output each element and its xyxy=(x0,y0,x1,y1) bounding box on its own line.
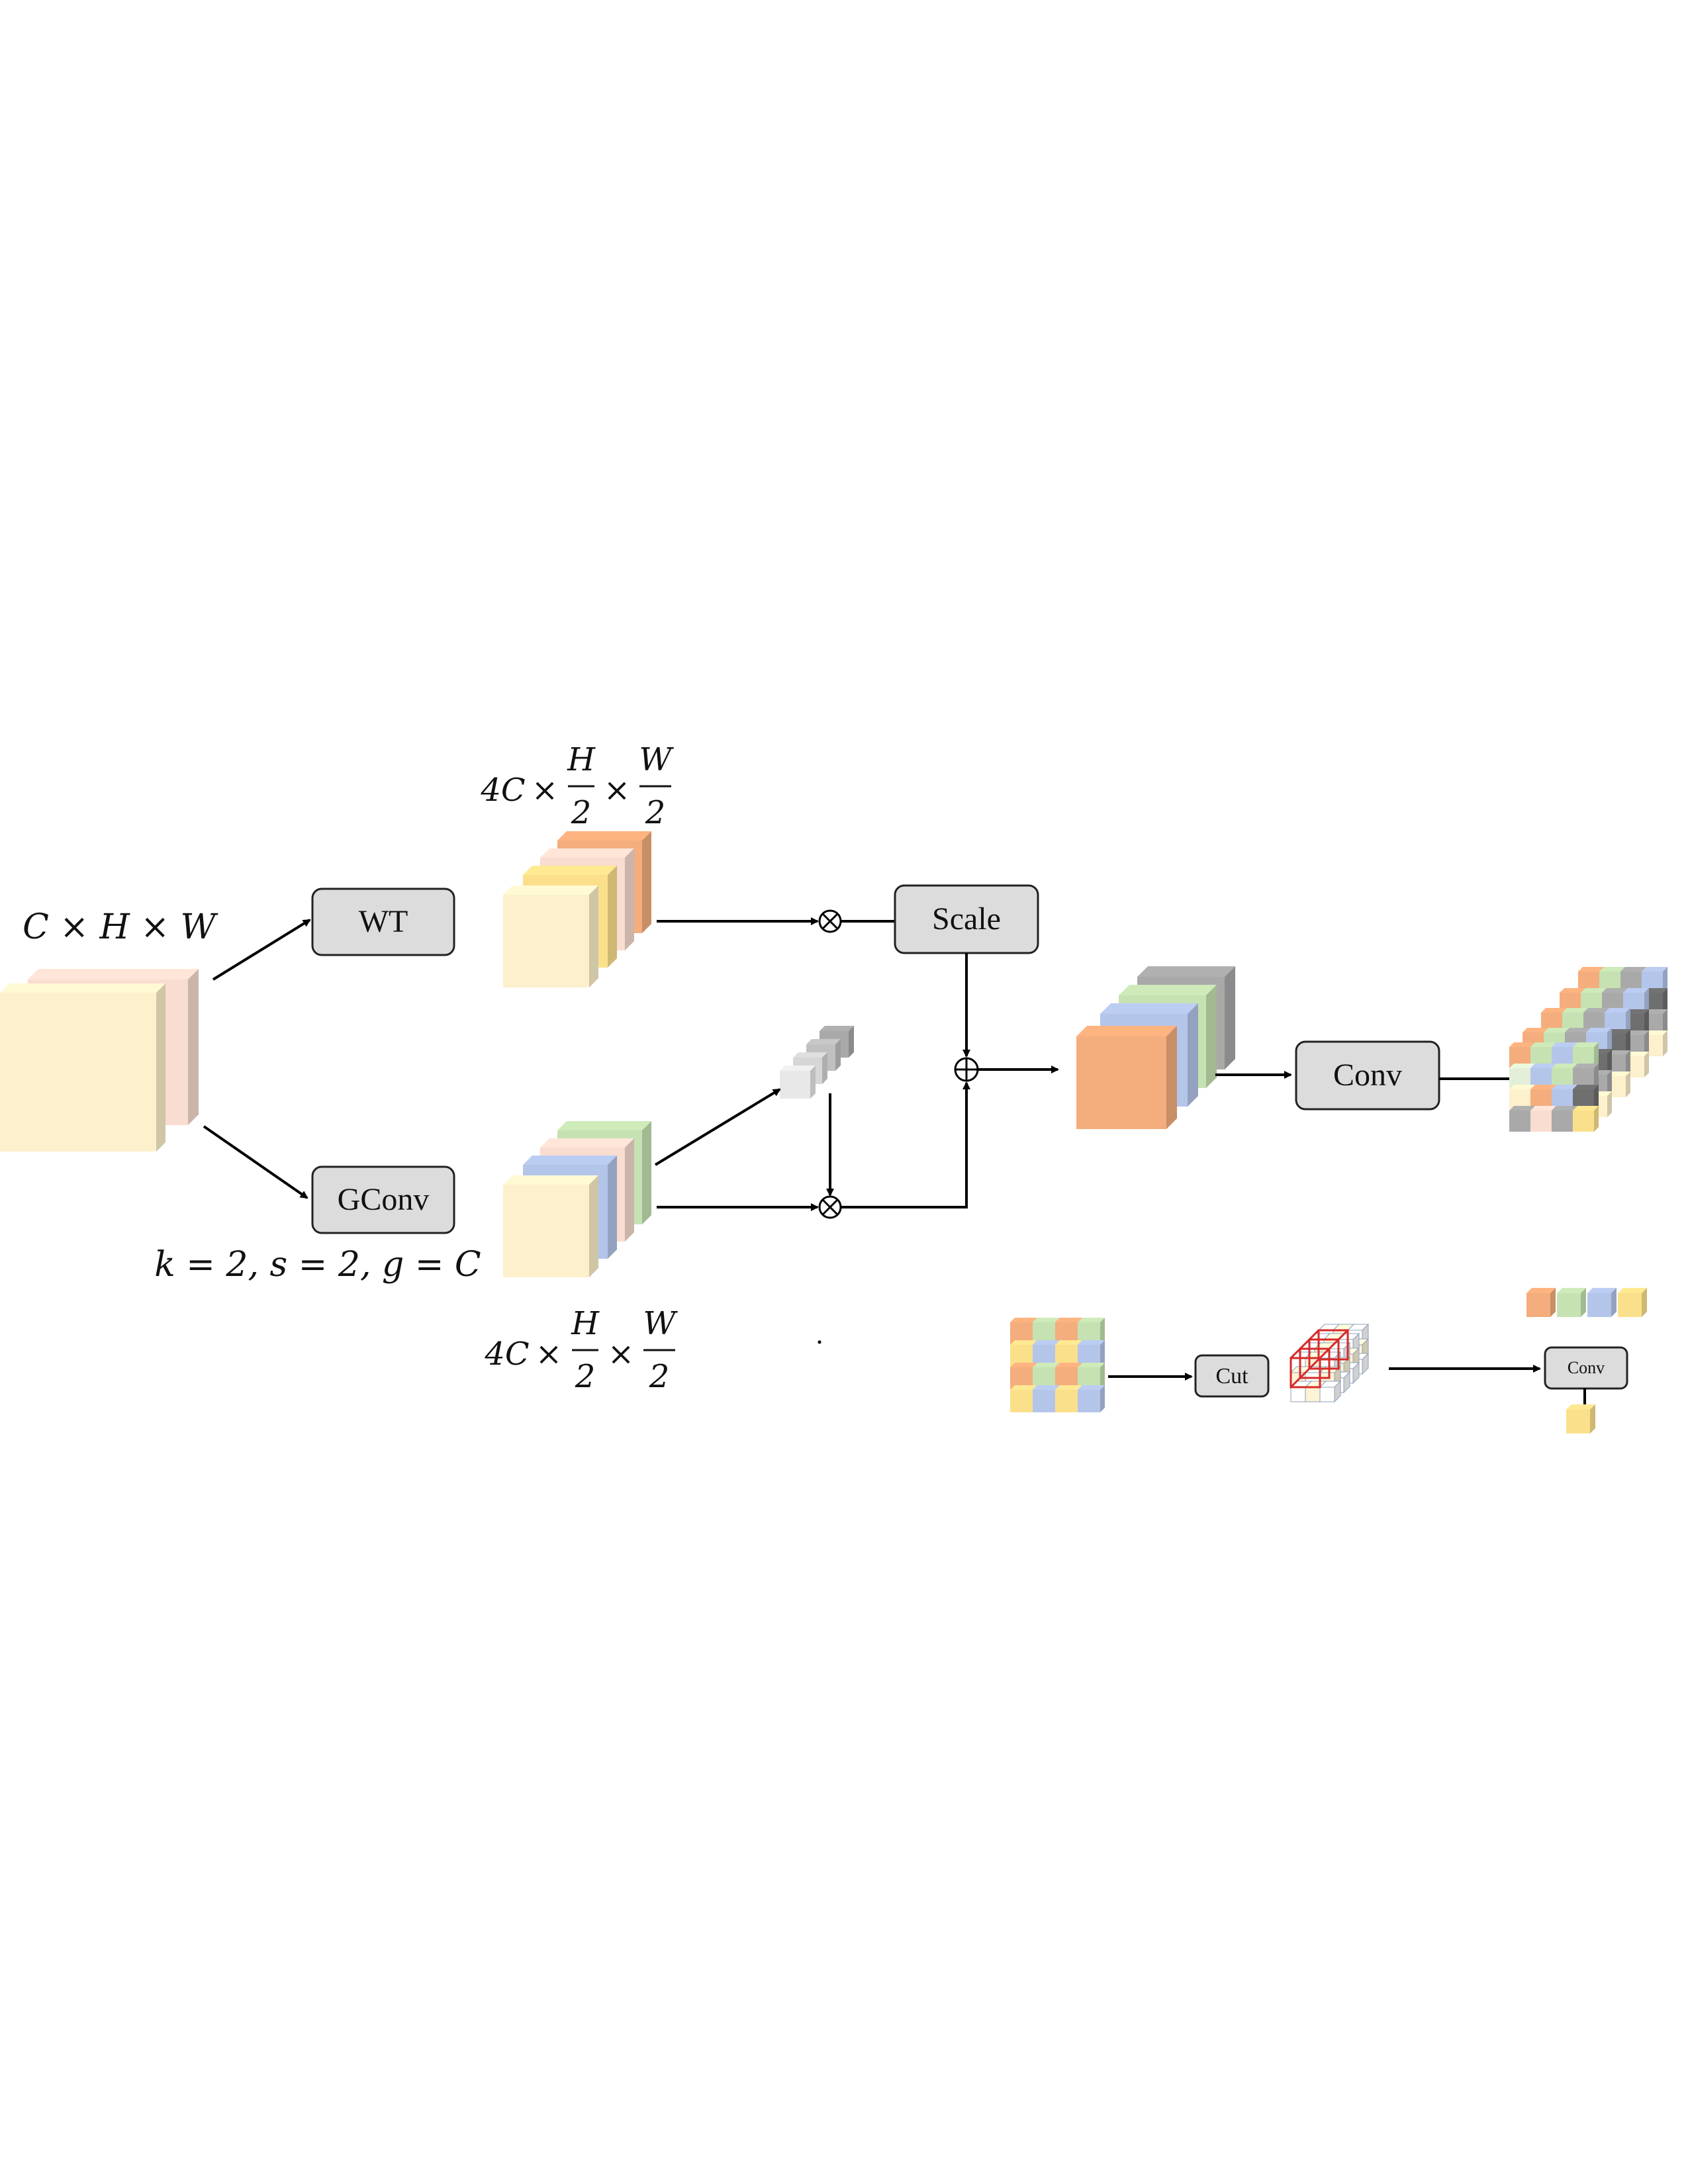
gconv-slab-cream xyxy=(503,1175,598,1277)
fused-feature-stack xyxy=(1076,966,1235,1129)
svg-text:2: 2 xyxy=(645,794,666,831)
arrow-input-to-gconv xyxy=(203,1125,308,1199)
conv-box: Conv xyxy=(1295,1040,1440,1111)
circle-times-icon xyxy=(818,1195,842,1219)
svg-text:2: 2 xyxy=(649,1358,670,1395)
attention-weight-cubes xyxy=(780,1026,854,1099)
arrow-gconv-to-weights xyxy=(654,1088,781,1166)
svg-text:H: H xyxy=(571,1305,600,1342)
arrow-input-to-wt xyxy=(212,919,311,981)
svg-text:2: 2 xyxy=(571,794,592,831)
row-cube-0 xyxy=(1526,1288,1556,1317)
wt-box: WT xyxy=(311,887,455,956)
inset-layer xyxy=(1010,1318,1105,1412)
row-cube-3 xyxy=(1618,1288,1647,1317)
circle-plus-icon xyxy=(954,1057,979,1082)
svg-text:×: × xyxy=(604,772,630,809)
input-dims-label: C × H × W xyxy=(23,907,218,947)
cut-patch-blocks xyxy=(1289,1323,1370,1403)
arrow-multiply-to-add xyxy=(841,1081,970,1208)
scale-box: Scale xyxy=(894,884,1039,954)
svg-text:×: × xyxy=(536,1336,562,1373)
cut-label: Cut xyxy=(1215,1364,1248,1388)
svg-text:W: W xyxy=(639,741,674,778)
conv-label: Conv xyxy=(1333,1058,1402,1093)
svg-text:W: W xyxy=(643,1305,678,1342)
svg-text:×: × xyxy=(532,772,558,809)
cut-box: Cut xyxy=(1194,1354,1270,1398)
wt-slab-cream xyxy=(503,886,598,987)
grid-cell-3-3 xyxy=(1078,1385,1105,1412)
output-grid-stack xyxy=(1509,967,1667,1132)
gconv-dims-label: 4C × H 2 × W 2 xyxy=(484,1305,678,1395)
circle-times-icon xyxy=(818,909,842,933)
gconv-label: GConv xyxy=(338,1182,430,1217)
output-single-cube xyxy=(1566,1404,1595,1433)
input-feature-map xyxy=(0,969,199,1152)
gconv-output-stack xyxy=(503,1121,651,1277)
gconv-params-label: k = 2, s = 2, g = C xyxy=(154,1245,481,1285)
conv-small-box: Conv xyxy=(1544,1346,1628,1390)
conv-small-label: Conv xyxy=(1568,1358,1605,1377)
stray-dot: . xyxy=(816,1318,823,1350)
wt-label: WT xyxy=(359,904,408,939)
cut-cell-0-2-2 xyxy=(1319,1380,1342,1403)
wt-dims-label: 4C × H 2 × W 2 xyxy=(480,741,674,831)
input-slab-front xyxy=(0,983,165,1152)
red-patch-outline xyxy=(1289,1329,1349,1388)
fused-slab-orange xyxy=(1076,1026,1177,1129)
row-cube-2 xyxy=(1587,1288,1617,1317)
gconv-box: GConv xyxy=(311,1165,455,1234)
svg-text:H: H xyxy=(567,741,596,778)
grid-cell-3-3 xyxy=(1573,1106,1599,1132)
scale-label: Scale xyxy=(932,901,1001,936)
inset-input-grid xyxy=(1010,1318,1105,1412)
svg-text:2: 2 xyxy=(575,1358,596,1395)
inset-color-row xyxy=(1526,1288,1647,1317)
svg-text:4C: 4C xyxy=(480,772,525,809)
wt-output-stack xyxy=(503,831,651,987)
weight-cube-4 xyxy=(780,1066,816,1099)
output-layer-front xyxy=(1509,1042,1599,1132)
inset-output-cube xyxy=(1566,1404,1595,1433)
grid-cell-0-3 xyxy=(1642,967,1667,993)
row-cube-1 xyxy=(1557,1288,1586,1317)
svg-text:4C: 4C xyxy=(484,1336,529,1373)
svg-text:×: × xyxy=(608,1336,634,1373)
